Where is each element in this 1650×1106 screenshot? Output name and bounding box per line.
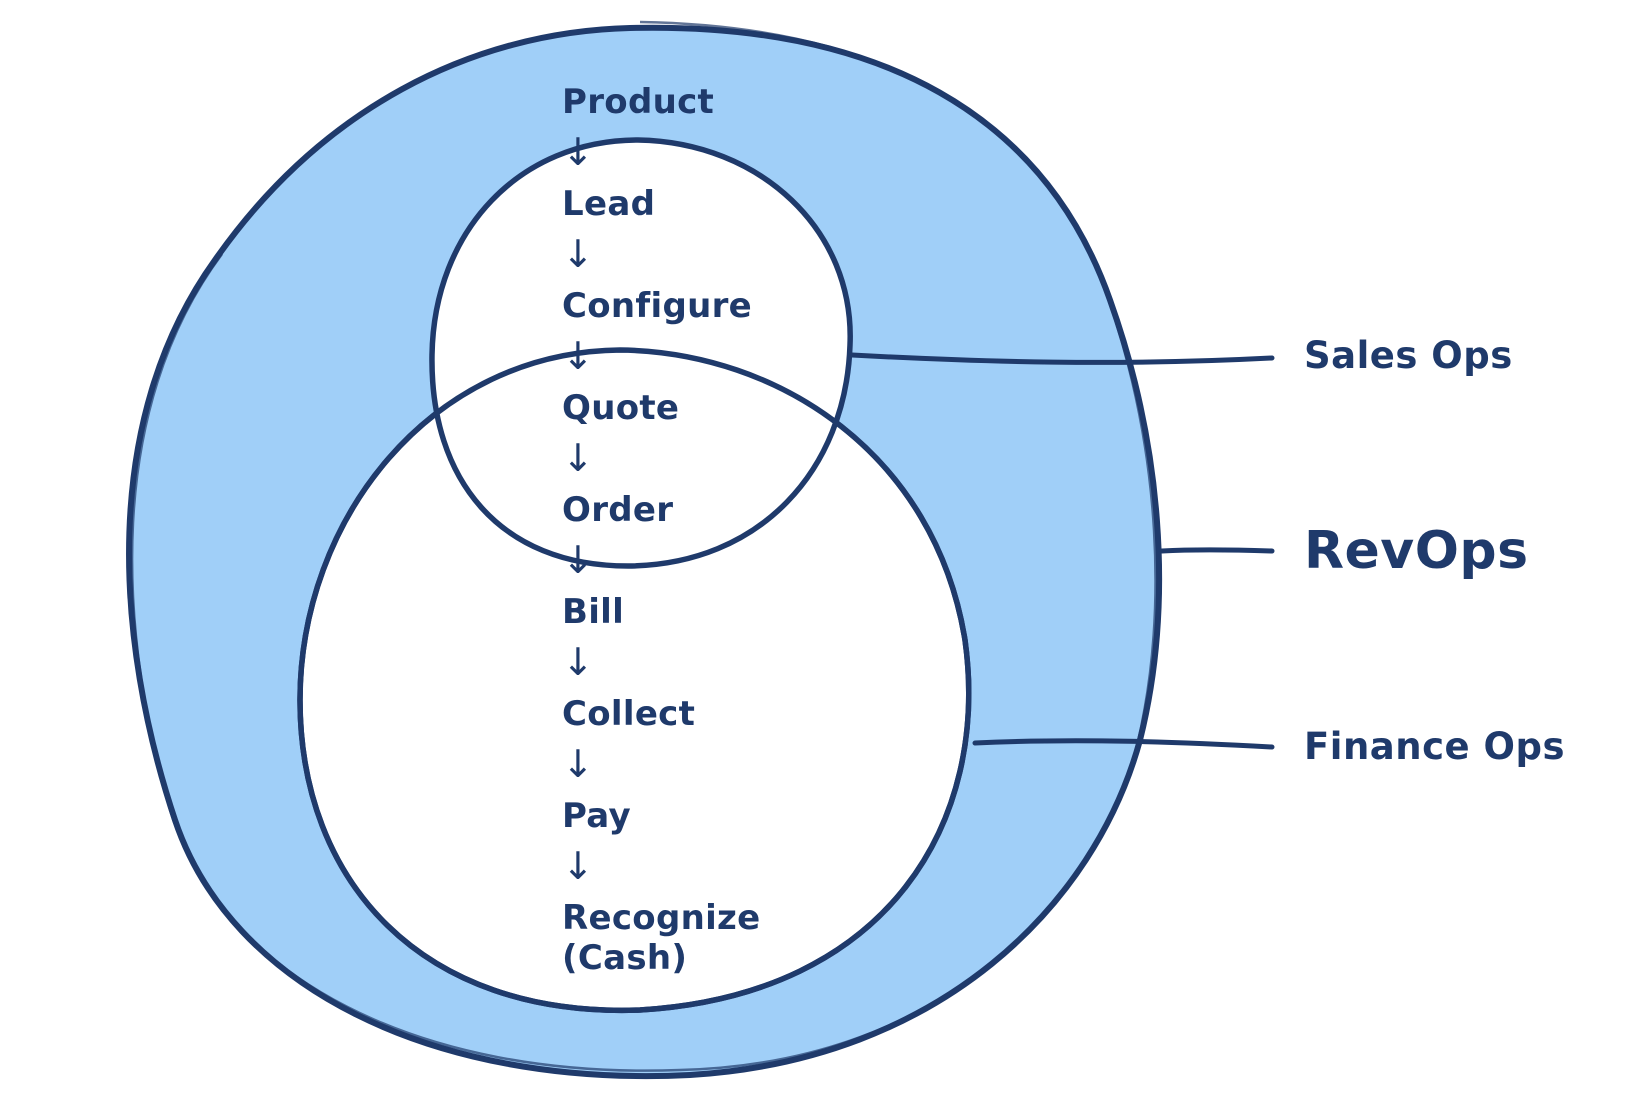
arrow-down-icon: ↓ [562, 130, 594, 174]
revops-leader-line [1159, 547, 1275, 554]
step-quote: Quote [562, 388, 680, 428]
step-collect: Collect [562, 694, 696, 734]
arrow-down-icon: ↓ [562, 742, 594, 786]
step-configure: Configure [562, 286, 753, 326]
label-finance-ops: Finance Ops [1304, 725, 1565, 768]
sales-ops-leader-line [849, 352, 1275, 365]
step-bill: Bill [562, 592, 625, 632]
label-revops: RevOps [1304, 521, 1529, 581]
finance-ops-circle-outline [297, 347, 972, 1014]
label-sales-ops: Sales Ops [1304, 334, 1513, 377]
arrow-down-icon: ↓ [562, 334, 594, 378]
step-product: Product [562, 82, 715, 122]
revops-outer-sketch [130, 20, 1157, 1072]
step-order: Order [562, 490, 674, 530]
step-pay: Pay [562, 796, 631, 836]
arrow-down-icon: ↓ [562, 844, 594, 888]
arrow-down-icon: ↓ [562, 436, 594, 480]
step-recognize-cash: Recognize (Cash) [562, 898, 761, 978]
arrow-down-icon: ↓ [562, 538, 594, 582]
step-lead: Lead [562, 184, 656, 224]
arrow-down-icon: ↓ [562, 232, 594, 276]
arrow-down-icon: ↓ [562, 640, 594, 684]
finance-ops-leader-line [972, 738, 1275, 750]
